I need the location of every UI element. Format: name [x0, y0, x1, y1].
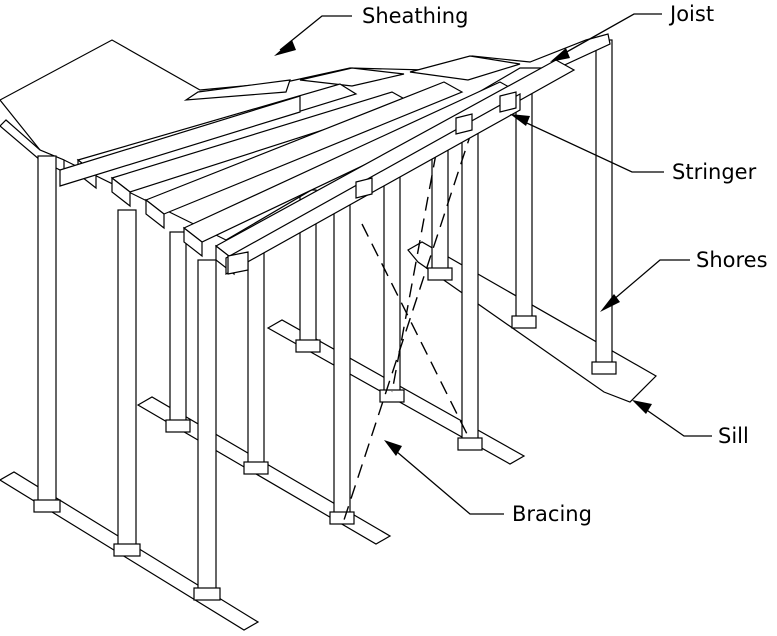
shore	[169, 231, 187, 431]
bracing-lines	[343, 129, 473, 521]
bracing-leader	[389, 445, 504, 515]
stringer	[225, 92, 521, 276]
shore	[37, 155, 57, 509]
sheathing-leader	[279, 15, 352, 51]
label-sill: Sill	[718, 424, 749, 448]
stringer-arrowhead	[510, 114, 530, 126]
stringers	[59, 91, 521, 276]
shore-base-plates	[165, 267, 617, 525]
labels: Sheathing Joist Stringer Shores Sill Bra…	[362, 2, 768, 526]
shore	[515, 89, 533, 327]
joist-arrowhead	[550, 48, 570, 62]
label-shores: Shores	[696, 248, 768, 272]
stringer	[59, 95, 301, 187]
label-stringer: Stringer	[672, 160, 757, 184]
shores-arrowhead	[600, 294, 620, 312]
shore	[197, 259, 217, 595]
stringer-leader	[515, 117, 664, 173]
shore	[247, 239, 265, 473]
sills	[0, 241, 657, 631]
label-sheathing: Sheathing	[362, 4, 468, 28]
label-bracing: Bracing	[512, 502, 592, 526]
shore	[333, 195, 351, 523]
sheathing-arrowhead	[274, 40, 296, 56]
leaders	[274, 13, 712, 515]
shores-leader	[605, 259, 690, 307]
joists	[76, 59, 576, 276]
shore	[117, 209, 137, 551]
shore	[461, 123, 479, 449]
bracing-arrowhead	[384, 440, 402, 456]
label-joist: Joist	[668, 2, 714, 26]
sill-arrowhead	[632, 400, 652, 414]
shore	[595, 39, 613, 371]
shores-front	[33, 155, 221, 601]
joist-leader	[555, 13, 662, 59]
sill-leader	[637, 403, 712, 437]
